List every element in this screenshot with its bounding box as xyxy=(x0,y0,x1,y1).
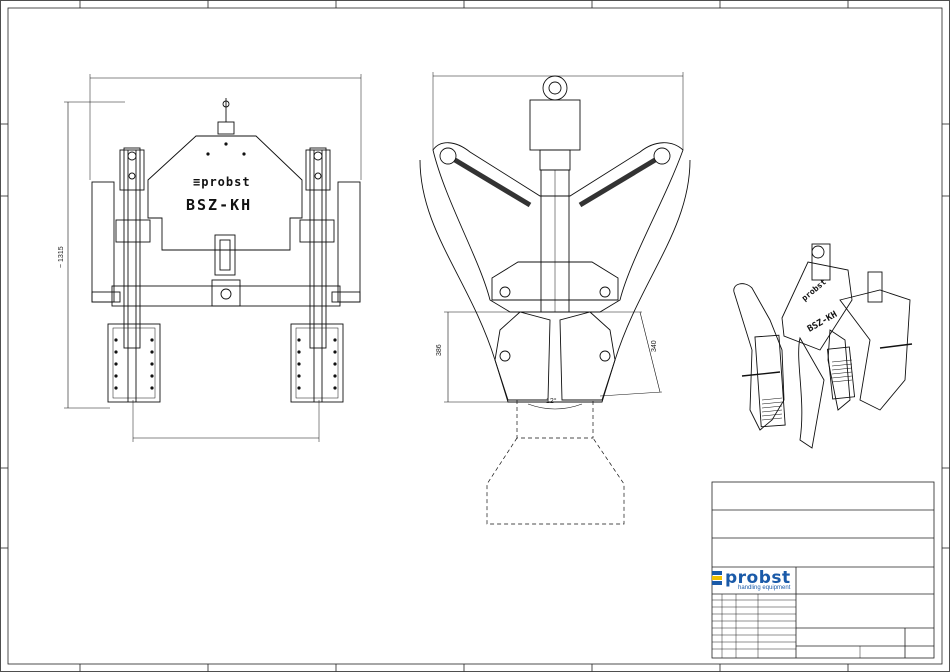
probst-logo-subtext: handling equipment xyxy=(738,585,790,591)
side-right-dimension: 340 xyxy=(651,340,658,352)
side-left-dimension: 386 xyxy=(436,344,443,356)
probst-logo-mark xyxy=(712,571,722,585)
iso-pad-hatching xyxy=(762,360,852,420)
side-view xyxy=(420,72,690,524)
front-height-dimension: ~ 1315 xyxy=(58,246,65,268)
iso-view xyxy=(734,244,912,448)
front-brand-text: ≡probst xyxy=(193,175,251,189)
front-view xyxy=(64,74,361,442)
front-model-text: BSZ-KH xyxy=(186,196,252,214)
side-angle-dimension: 12° xyxy=(546,398,557,405)
